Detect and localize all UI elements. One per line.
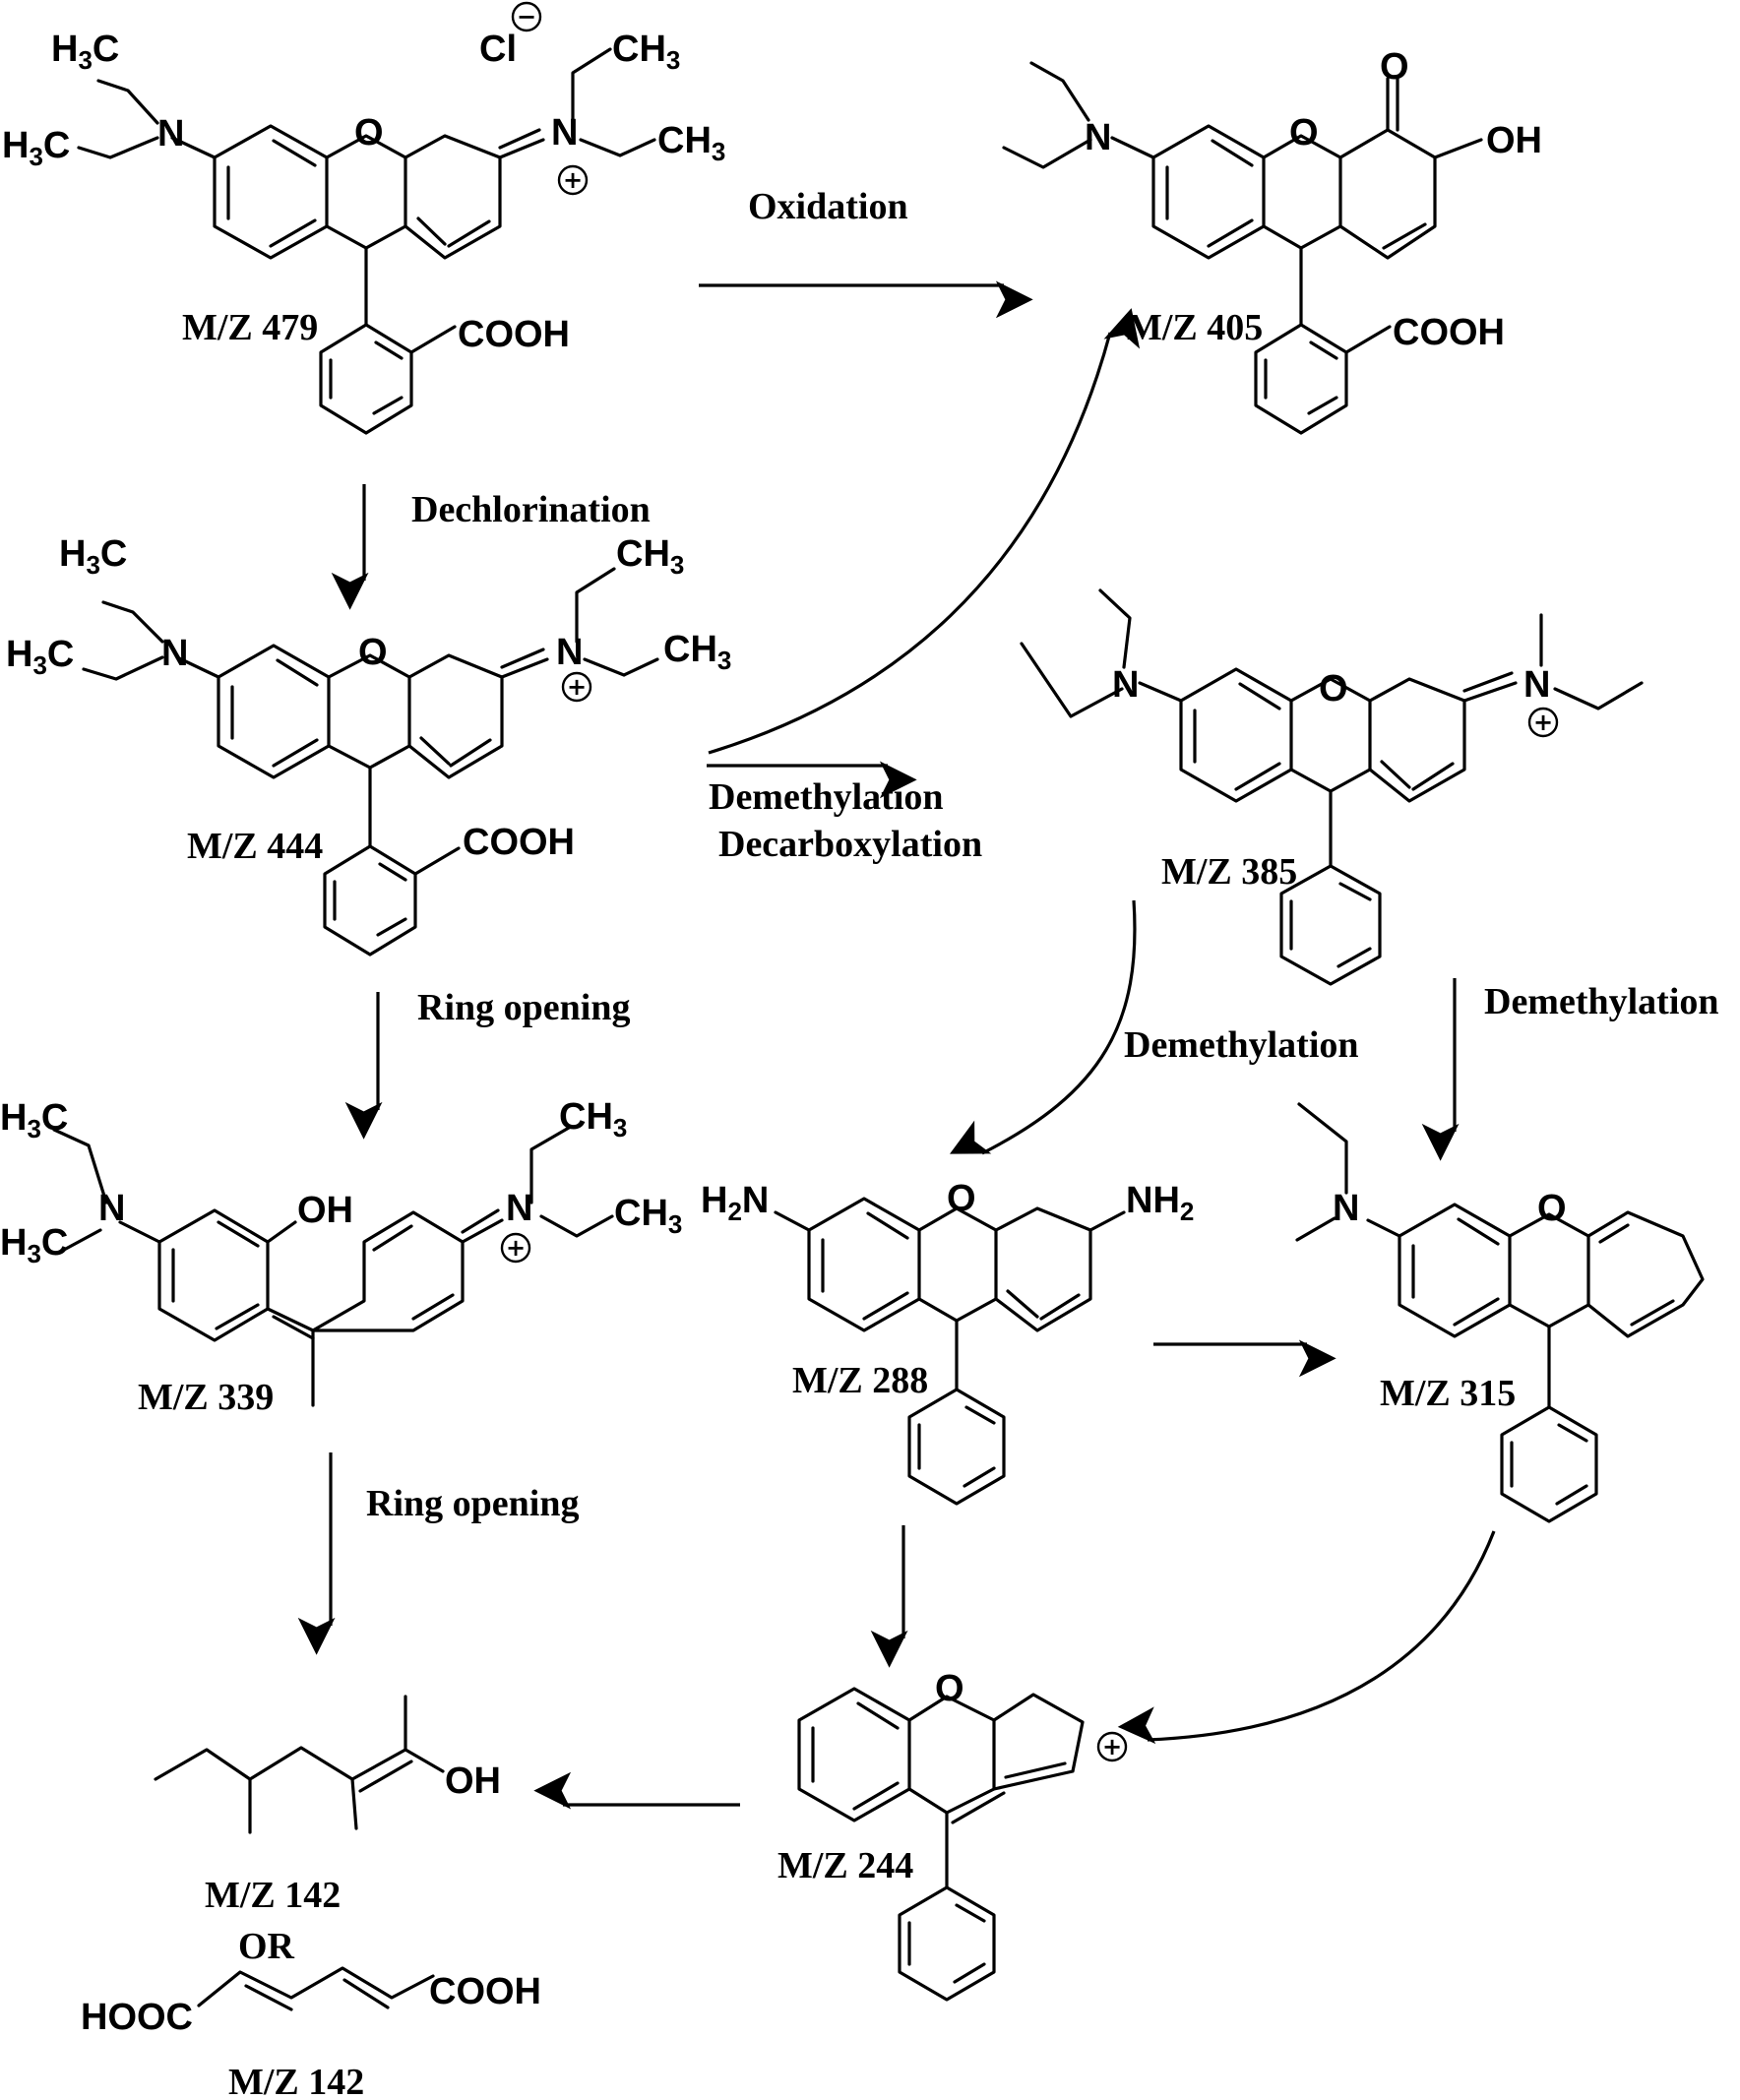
group-cooh: COOH: [463, 822, 575, 863]
plus-charge-icon: [561, 671, 592, 703]
plus-charge-icon: [1527, 707, 1559, 738]
svg-text:H3C: H3C: [6, 634, 74, 680]
step-decarboxylation: Decarboxylation: [718, 824, 982, 865]
atom-n-left: N: [161, 633, 188, 674]
arrow-to-mz405: [708, 308, 1141, 755]
structure-mz244: O +: [797, 1668, 1128, 2002]
plus-charge-icon: [500, 1232, 531, 1264]
plus-charge-sign: +: [506, 1234, 526, 1262]
plus-charge-sign: +: [1533, 709, 1553, 736]
svg-text:H3C: H3C: [0, 1222, 68, 1268]
svg-text:CH3: CH3: [559, 1096, 627, 1143]
group-oh: OH: [297, 1190, 353, 1231]
step-labels: Oxidation Dechlorination Demethylation D…: [366, 186, 1719, 1524]
label-mz142-a: M/Z 142: [205, 1875, 341, 1916]
atom-n-left: N: [1112, 664, 1139, 706]
label-mz339: M/Z 339: [138, 1377, 274, 1418]
atom-n: N: [1333, 1188, 1359, 1229]
atom-o-bridge: O: [1319, 668, 1348, 710]
label-mz385: M/Z 385: [1161, 851, 1297, 893]
atom-n-right: N: [506, 1188, 532, 1229]
structure-mz479: N O N Cl − + COOH H3C H3C CH3 CH3: [2, 1, 725, 435]
label-mz479: M/Z 479: [182, 307, 318, 348]
arrow-mz385-to-mz288: [949, 899, 1137, 1155]
structure-mz405: N O O OH COOH: [1002, 46, 1542, 435]
svg-text:NH2: NH2: [1126, 1180, 1194, 1226]
group-cooh: COOH: [429, 1971, 541, 2012]
plus-charge-sign: +: [567, 673, 587, 701]
structure-mz339: N OH N + H3C H3C CH3 CH3: [0, 1096, 682, 1407]
step-demethylation-3: Demethylation: [1484, 981, 1719, 1022]
label-mz315: M/Z 315: [1380, 1373, 1516, 1414]
plus-charge-icon: [557, 164, 589, 196]
atom-chloride: Cl: [479, 29, 517, 70]
structure-mz444: N O N + COOH H3C H3C CH3 CH3: [6, 533, 731, 957]
svg-text:CH3: CH3: [612, 29, 680, 75]
minus-charge-sign: −: [517, 3, 536, 31]
atom-o-keto: O: [1380, 46, 1409, 88]
step-dechlorination: Dechlorination: [411, 489, 651, 530]
label-mz405: M/Z 405: [1127, 307, 1263, 348]
group-cooh: COOH: [1393, 312, 1505, 353]
svg-text:CH3: CH3: [657, 120, 725, 166]
atom-o-bridge: O: [935, 1668, 964, 1709]
group-oh: OH: [1486, 120, 1542, 161]
label-mz244: M/Z 244: [777, 1845, 913, 1886]
structure-mz315: N O: [1295, 1102, 1705, 1523]
arrow-mz315-to-mz244: [1117, 1530, 1496, 1745]
group-hooc: HOOC: [81, 1997, 193, 2038]
svg-text:H3C: H3C: [0, 1097, 68, 1143]
svg-text:CH3: CH3: [616, 533, 684, 580]
step-ring-opening-2: Ring opening: [366, 1483, 579, 1524]
reaction-arrows: [297, 280, 1496, 1810]
svg-text:H2N: H2N: [701, 1180, 769, 1226]
group-cooh: COOH: [458, 314, 570, 355]
label-or: OR: [238, 1926, 295, 1967]
svg-text:CH3: CH3: [663, 629, 731, 675]
atom-n-right: N: [1523, 664, 1550, 706]
atom-o-bridge: O: [354, 112, 384, 154]
svg-text:CH3: CH3: [614, 1193, 682, 1239]
svg-text:H3C: H3C: [59, 533, 127, 580]
atom-n-left: N: [98, 1188, 125, 1229]
plus-charge-sign: +: [1102, 1733, 1122, 1760]
step-demethylation-1: Demethylation: [709, 776, 944, 818]
atom-o-bridge: O: [947, 1178, 976, 1219]
step-demethylation-2: Demethylation: [1124, 1024, 1359, 1066]
plus-charge-sign: +: [563, 166, 583, 194]
minus-charge-icon: [511, 1, 542, 32]
atom-o-bridge: O: [358, 632, 388, 673]
atom-n: N: [1085, 117, 1111, 158]
atom-n-left: N: [157, 113, 184, 154]
atom-n-right: N: [556, 632, 583, 673]
structure-mz288: O H2N NH2: [701, 1178, 1194, 1506]
atom-n-right: N: [551, 112, 578, 154]
atom-o-bridge: O: [1537, 1188, 1567, 1229]
label-mz288: M/Z 288: [792, 1360, 928, 1401]
structure-mz142-diacid: HOOC COOH: [81, 1966, 541, 2038]
label-mz444: M/Z 444: [187, 826, 323, 867]
step-oxidation: Oxidation: [748, 186, 908, 227]
label-mz142-b: M/Z 142: [228, 2062, 364, 2100]
atom-o-bridge: O: [1289, 112, 1319, 154]
svg-text:H3C: H3C: [51, 29, 119, 75]
group-oh: OH: [445, 1760, 501, 1802]
step-ring-opening-1: Ring opening: [417, 987, 630, 1028]
structure-mz385: N O N +: [1020, 588, 1644, 986]
structure-mz142-enol: OH: [154, 1695, 501, 1834]
svg-text:H3C: H3C: [2, 125, 70, 171]
